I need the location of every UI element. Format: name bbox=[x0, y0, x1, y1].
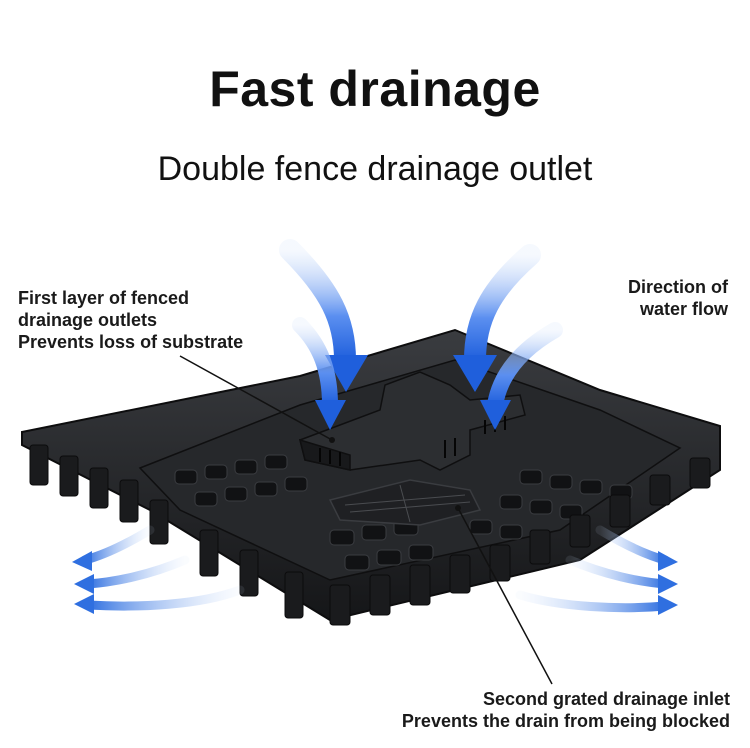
water-flow-arrow-icon bbox=[292, 317, 338, 413]
water-flow-arrow-icon bbox=[515, 590, 670, 613]
tray-floor bbox=[138, 359, 682, 581]
water-flow-arrow-icon bbox=[325, 355, 368, 392]
inlet-grate bbox=[344, 484, 471, 523]
water-flow-arrow-icon bbox=[480, 400, 511, 430]
page-subtitle: Double fence drainage outlet bbox=[157, 150, 593, 188]
leader-dot-second-inlet bbox=[455, 505, 461, 511]
water-flow-arrow-icon bbox=[80, 525, 155, 565]
page-title: Fast drainage bbox=[209, 61, 541, 117]
callout-first-layer: First layer of fenced drainage outlets P… bbox=[18, 287, 243, 353]
water-flow-arrow-icon bbox=[72, 551, 92, 571]
callout-second-inlet-line2: Prevents the drain from being blocked bbox=[401, 711, 730, 731]
water-flow-arrow-icon bbox=[595, 525, 670, 565]
water-flow-arrow-icon bbox=[658, 595, 678, 615]
callout-first-layer-line3: Prevents loss of substrate bbox=[18, 332, 244, 352]
water-flow-arrow-icon bbox=[83, 555, 190, 589]
callout-first-layer-line2: drainage outlets bbox=[18, 310, 158, 330]
water-flow-arrow-icon bbox=[74, 574, 94, 594]
callout-water-flow-line1: Direction of bbox=[627, 277, 728, 297]
water-flow-arrow-icon bbox=[74, 594, 94, 614]
callout-water-flow: Direction of water flow bbox=[628, 276, 728, 320]
callout-second-inlet: Second grated drainage inlet Prevents th… bbox=[402, 688, 730, 732]
tray-legs bbox=[29, 444, 711, 626]
water-flow-arrow-icon bbox=[565, 555, 670, 589]
water-flow-arrow-icon bbox=[464, 244, 541, 371]
leader-line-second-inlet bbox=[457, 507, 553, 685]
water-flow-arrow-icon bbox=[83, 585, 245, 611]
fence-slats bbox=[319, 416, 506, 466]
callout-first-layer-line1: First layer of fenced bbox=[18, 288, 190, 308]
tray-grid-left bbox=[174, 454, 434, 571]
first-layer-fence bbox=[298, 371, 526, 471]
water-flow-arrow-icon bbox=[658, 574, 678, 594]
water-flow-arrow-icon bbox=[453, 355, 497, 392]
water-flow-arrow-icon bbox=[487, 322, 563, 413]
callout-second-inlet-line1: Second grated drainage inlet bbox=[482, 689, 730, 709]
water-flow-arrow-icon bbox=[315, 400, 346, 430]
leader-line-first-layer bbox=[179, 355, 333, 441]
leader-dot-first-layer bbox=[329, 437, 335, 443]
water-flow-arrow-icon bbox=[279, 239, 356, 371]
callout-water-flow-line2: water flow bbox=[639, 299, 728, 319]
water-flow-arrow-icon bbox=[658, 551, 678, 571]
